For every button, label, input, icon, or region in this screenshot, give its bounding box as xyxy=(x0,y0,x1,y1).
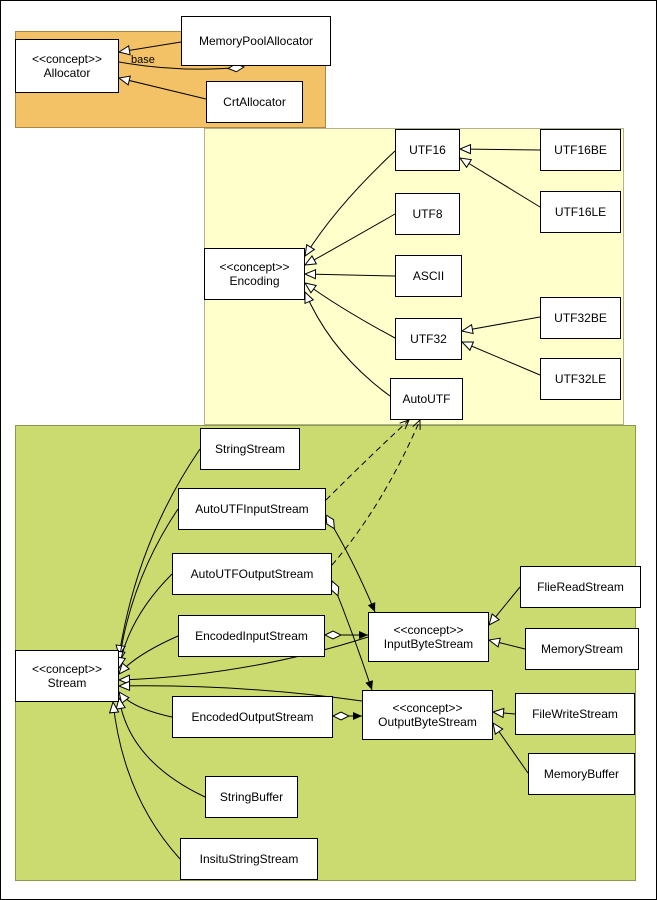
node-utf32le: UTF32LE xyxy=(540,358,621,400)
node-memory-stream: MemoryStream xyxy=(525,628,639,670)
node-utf16be: UTF16BE xyxy=(540,129,621,171)
concept-stereotype: <<concept>> xyxy=(219,259,290,274)
node-auto-utf-label: AutoUTF xyxy=(402,391,451,406)
node-encoding-label: Encoding xyxy=(229,274,280,288)
node-utf8: UTF8 xyxy=(395,193,460,235)
edge-autoutfinputstream-stream xyxy=(115,508,179,664)
edge-utf32le-utf32 xyxy=(460,341,541,376)
node-string-buffer: StringBuffer xyxy=(205,776,298,818)
node-utf16be-label: UTF16BE xyxy=(554,142,607,157)
node-allocator-label: Allocator xyxy=(43,66,91,80)
node-file-write-stream: FileWriteStream xyxy=(515,693,635,735)
node-memory-stream-label: MemoryStream xyxy=(540,641,623,656)
edge-memorypoolallocator-allocator-base xyxy=(118,61,244,69)
node-auto-utf-input-stream: AutoUTFInputStream xyxy=(178,488,326,530)
node-utf32-label: UTF32 xyxy=(410,331,447,346)
edge-stringstream-stream xyxy=(115,448,201,658)
node-auto-utf-input-stream-label: AutoUTFInputStream xyxy=(195,501,309,516)
concept-stereotype: <<concept>> xyxy=(31,51,103,66)
edge-utf16le-utf16 xyxy=(458,157,541,208)
node-output-byte-stream: <<concept>> OutputByteStream xyxy=(362,690,493,740)
node-encoded-output-stream-label: EncodedOutputStream xyxy=(191,709,314,724)
edge-autoutfoutputstream-outputbytestream xyxy=(332,581,372,691)
node-output-byte-stream-label: OutputByteStream xyxy=(378,715,477,729)
node-memory-pool-allocator: MemoryPoolAllocator xyxy=(181,16,331,66)
node-stream-label: Stream xyxy=(47,676,87,690)
edge-utf16be-utf16 xyxy=(458,143,541,155)
edge-autoutfoutputstream-stream xyxy=(115,573,173,670)
edge-ascii-encoding xyxy=(303,268,396,280)
node-crt-allocator-label: CrtAllocator xyxy=(223,94,286,109)
edge-memorystream-inputbytestream xyxy=(487,637,526,650)
edge-autoutf-encoding xyxy=(304,290,391,397)
node-utf32be: UTF32BE xyxy=(540,297,621,339)
edge-label-base: base xyxy=(131,54,155,66)
edge-insitustringstream-stream xyxy=(108,700,181,860)
node-auto-utf-output-stream-label: AutoUTFOutputStream xyxy=(190,566,314,581)
node-memory-buffer-label: MemoryBuffer xyxy=(543,766,620,781)
edge-utf8-encoding xyxy=(303,213,396,266)
node-utf32be-label: UTF32BE xyxy=(554,310,607,325)
node-string-stream-label: StringStream xyxy=(214,441,286,456)
node-flie-read-stream-label: FlieReadStream xyxy=(537,579,624,594)
edge-utf16-encoding xyxy=(304,150,396,258)
node-allocator: <<concept>> Allocator xyxy=(15,39,119,93)
edge-autoutfinputstream-autoutf xyxy=(325,419,410,501)
node-insitu-string-stream: InsituStringStream xyxy=(180,838,318,880)
node-encoded-input-stream: EncodedInputStream xyxy=(178,615,325,657)
edge-stringbuffer-stream xyxy=(115,696,206,798)
node-utf16-label: UTF16 xyxy=(409,142,446,157)
node-stream: <<concept>> Stream xyxy=(15,650,119,702)
edge-encodedoutputstream-stream xyxy=(118,690,173,718)
node-encoded-output-stream: EncodedOutputStream xyxy=(172,696,333,738)
node-input-byte-stream: <<concept>> InputByteStream xyxy=(368,612,489,662)
node-input-byte-stream-label: InputByteStream xyxy=(383,637,474,651)
edge-filewritestream-outputbytestream xyxy=(491,707,516,719)
node-file-write-stream-label: FileWriteStream xyxy=(532,706,618,721)
edge-crtallocator-allocator xyxy=(117,75,207,100)
node-memory-pool-allocator-label: MemoryPoolAllocator xyxy=(198,33,314,48)
node-memory-buffer: MemoryBuffer xyxy=(528,753,635,795)
node-encoded-input-stream-label: EncodedInputStream xyxy=(195,628,308,643)
node-utf32le-label: UTF32LE xyxy=(554,371,607,386)
node-utf32: UTF32 xyxy=(395,318,462,360)
node-crt-allocator: CrtAllocator xyxy=(206,81,303,123)
node-string-stream: StringStream xyxy=(200,428,300,470)
node-ascii: ASCII xyxy=(395,255,462,297)
edge-utf32be-utf32 xyxy=(460,316,541,335)
node-utf8-label: UTF8 xyxy=(412,206,443,221)
edge-memorybuffer-outputbytestream xyxy=(492,721,529,774)
node-ascii-label: ASCII xyxy=(412,268,445,283)
concept-stereotype: <<concept>> xyxy=(393,622,464,637)
edge-fliereadstream-inputbytestream xyxy=(488,586,521,626)
node-flie-read-stream: FlieReadStream xyxy=(520,566,641,608)
node-utf16le: UTF16LE xyxy=(540,191,621,233)
node-encoding: <<concept>> Encoding xyxy=(204,248,305,300)
node-insitu-string-stream-label: InsituStringStream xyxy=(199,851,299,866)
edge-memorypoolallocator-allocator-inherit xyxy=(117,41,182,56)
node-utf16le-label: UTF16LE xyxy=(554,204,607,219)
edge-autoutfoutputstream-autoutf xyxy=(331,418,421,566)
concept-stereotype: <<concept>> xyxy=(392,700,463,715)
edge-encodedinputstream-stream xyxy=(118,635,179,675)
edge-utf32-encoding xyxy=(303,282,396,339)
concept-stereotype: <<concept>> xyxy=(31,661,103,676)
node-auto-utf: AutoUTF xyxy=(390,378,463,420)
node-utf16: UTF16 xyxy=(395,129,460,171)
node-auto-utf-output-stream: AutoUTFOutputStream xyxy=(172,553,332,595)
node-string-buffer-label: StringBuffer xyxy=(219,789,284,804)
